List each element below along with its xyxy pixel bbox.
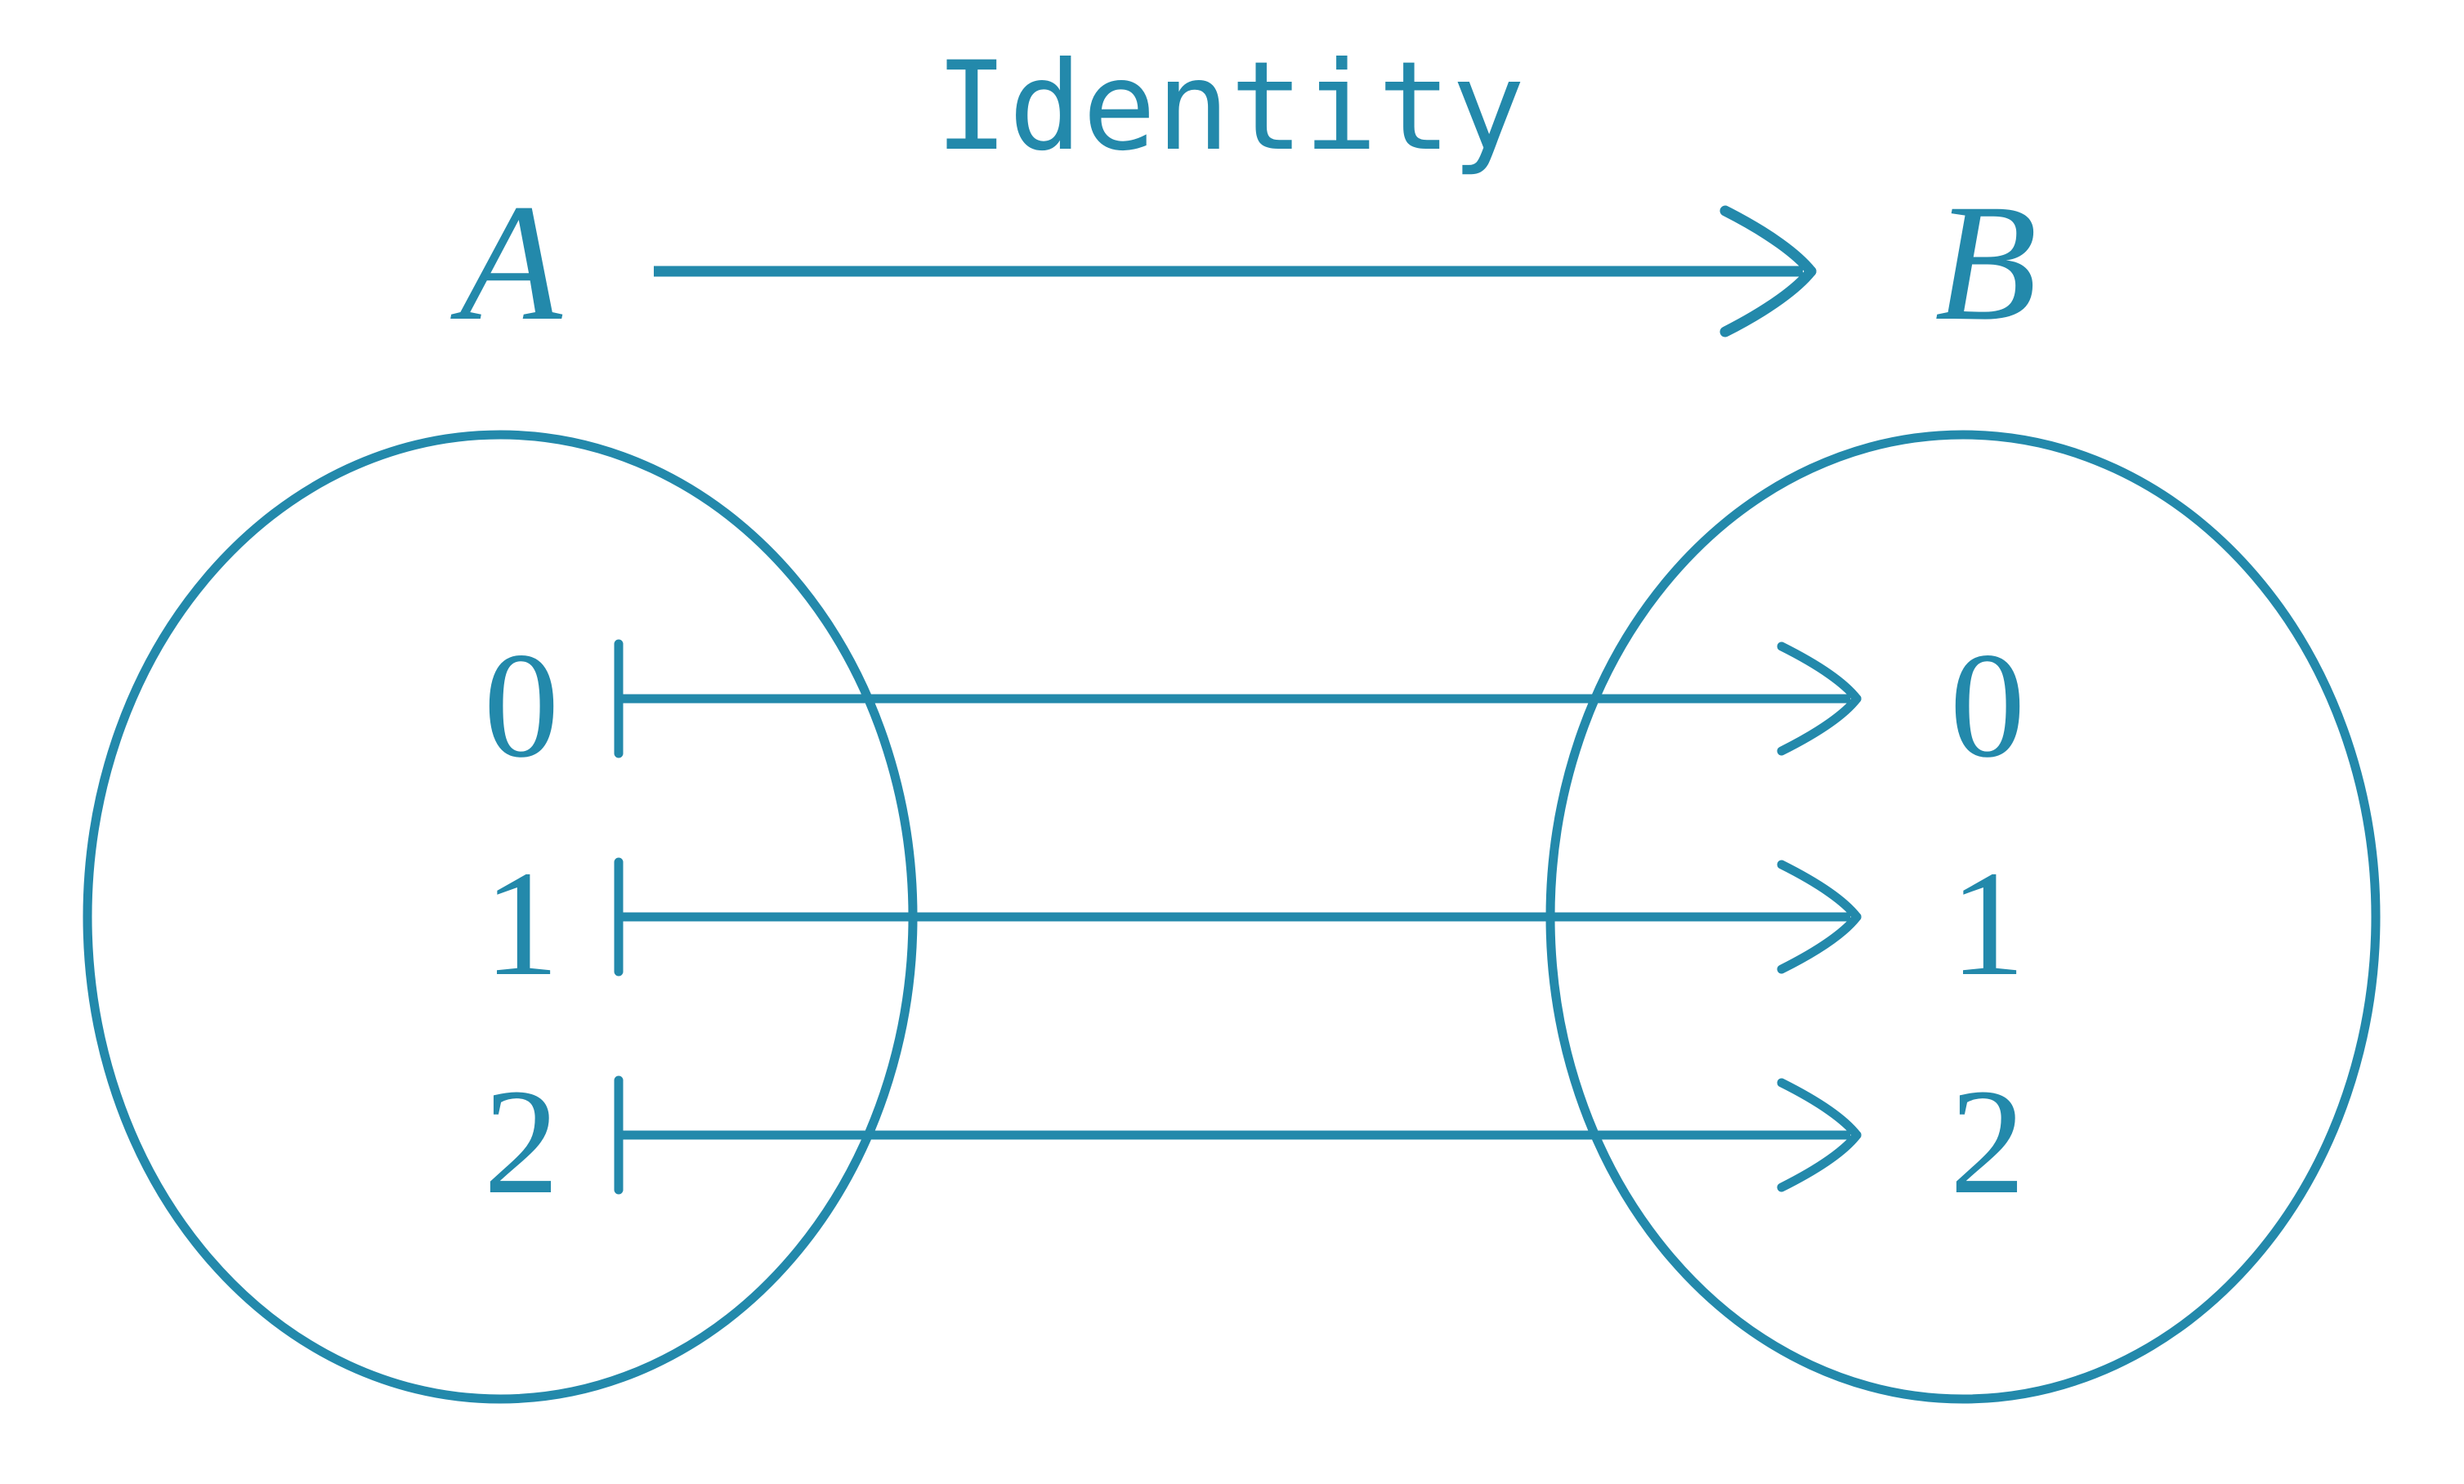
set-b-label: B [1934,170,2037,355]
set-a-label: A [449,170,562,355]
top-arrow-label: Identity [935,36,1525,178]
domain-element-1: 1 [484,840,560,1008]
mapping-arrow-1 [614,857,1857,977]
top-arrow-group [654,211,1811,332]
mapping-arrow-0 [614,639,1857,758]
mapping-arrow-2 [614,1075,1857,1195]
codomain-element-2: 2 [1950,1058,2026,1226]
domain-element-0: 0 [484,622,560,789]
codomain-element-1: 1 [1950,840,2026,1008]
domain-element-2: 2 [484,1058,560,1226]
codomain-element-0: 0 [1950,622,2026,789]
